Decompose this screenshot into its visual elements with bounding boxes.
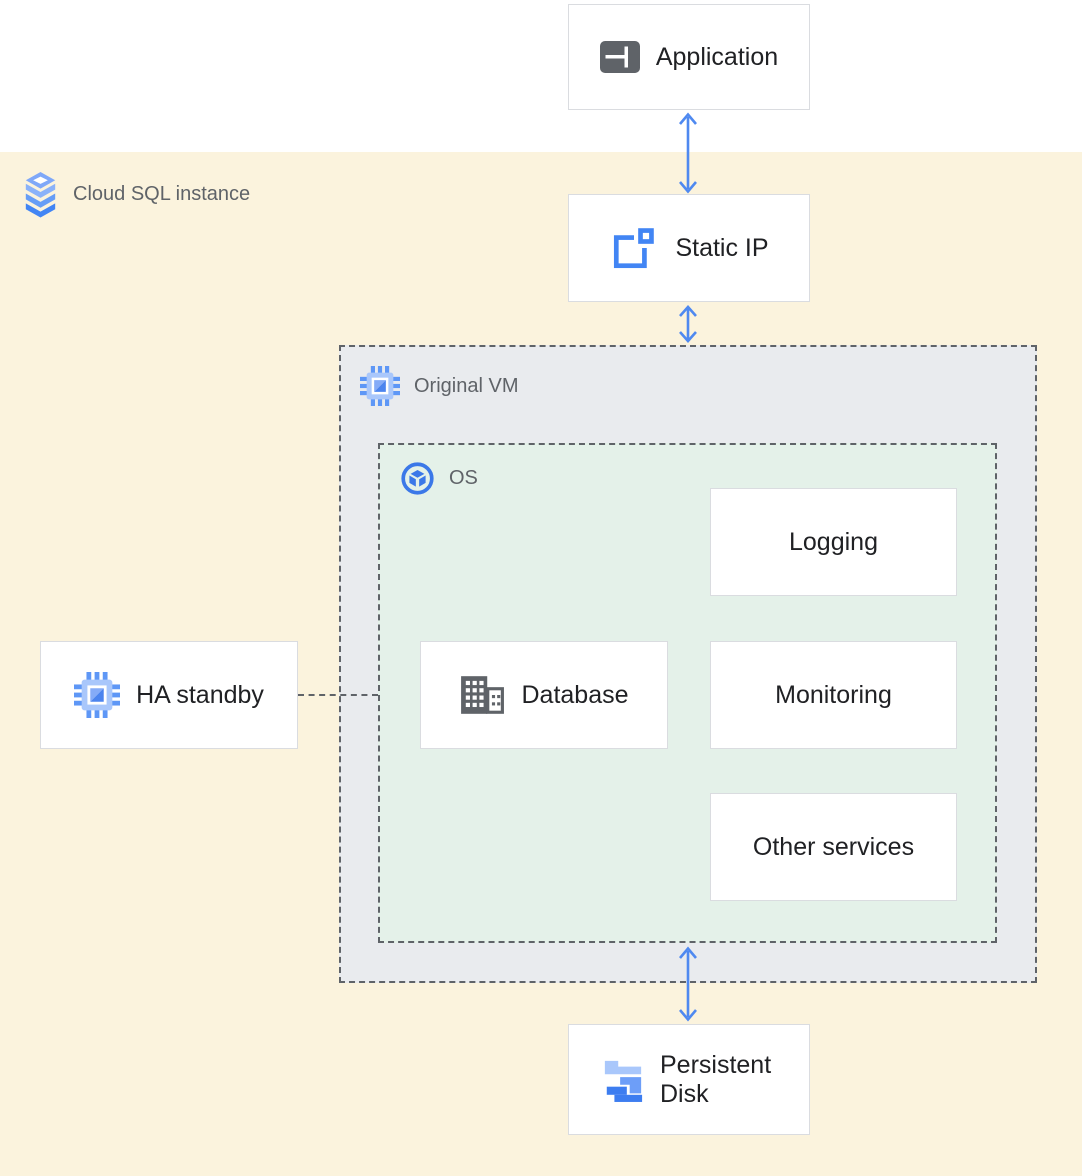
original-vm-zone-label-text: Original VM bbox=[414, 374, 519, 397]
node-monitoring-label: Monitoring bbox=[775, 680, 892, 709]
os-zone-label-text: OS bbox=[449, 467, 478, 489]
compute-engine-icon bbox=[360, 366, 400, 406]
compute-engine-icon bbox=[74, 672, 121, 718]
arrow-application-staticip bbox=[679, 112, 697, 194]
node-persistent-disk-label: Persistent Disk bbox=[660, 1050, 772, 1108]
node-ha-standby: HA standby bbox=[40, 641, 298, 749]
cloud-sql-zone-label: Cloud SQL instance bbox=[22, 171, 250, 218]
node-application: Application bbox=[568, 4, 810, 110]
node-other-services-label: Other services bbox=[752, 832, 915, 861]
ha-standby-connector-line bbox=[298, 694, 378, 696]
node-ha-standby-label: HA standby bbox=[136, 680, 264, 709]
node-monitoring: Monitoring bbox=[710, 641, 957, 749]
node-application-label: Application bbox=[655, 42, 779, 71]
persistent-disk-icon bbox=[604, 1060, 643, 1102]
node-static-ip: Static IP bbox=[568, 194, 810, 302]
os-zone-label: OS bbox=[400, 461, 478, 496]
node-logging: Logging bbox=[710, 488, 957, 596]
node-logging-label: Logging bbox=[789, 527, 878, 556]
database-icon bbox=[461, 676, 505, 714]
os-icon bbox=[401, 462, 434, 495]
node-other-services: Other services bbox=[710, 793, 957, 901]
node-static-ip-label: Static IP bbox=[675, 233, 769, 262]
original-vm-zone-label: Original VM bbox=[360, 366, 518, 406]
node-database: Database bbox=[420, 641, 668, 749]
application-window-icon bbox=[599, 41, 640, 73]
arrow-staticip-vm bbox=[679, 305, 697, 343]
arrow-os-persistentdisk bbox=[679, 946, 697, 1022]
cloud-sql-icon bbox=[25, 171, 56, 218]
node-database-label: Database bbox=[521, 680, 629, 709]
node-persistent-disk: Persistent Disk bbox=[568, 1024, 810, 1135]
static-ip-icon bbox=[614, 224, 659, 269]
cloud-sql-zone-label-text: Cloud SQL instance bbox=[73, 183, 251, 205]
